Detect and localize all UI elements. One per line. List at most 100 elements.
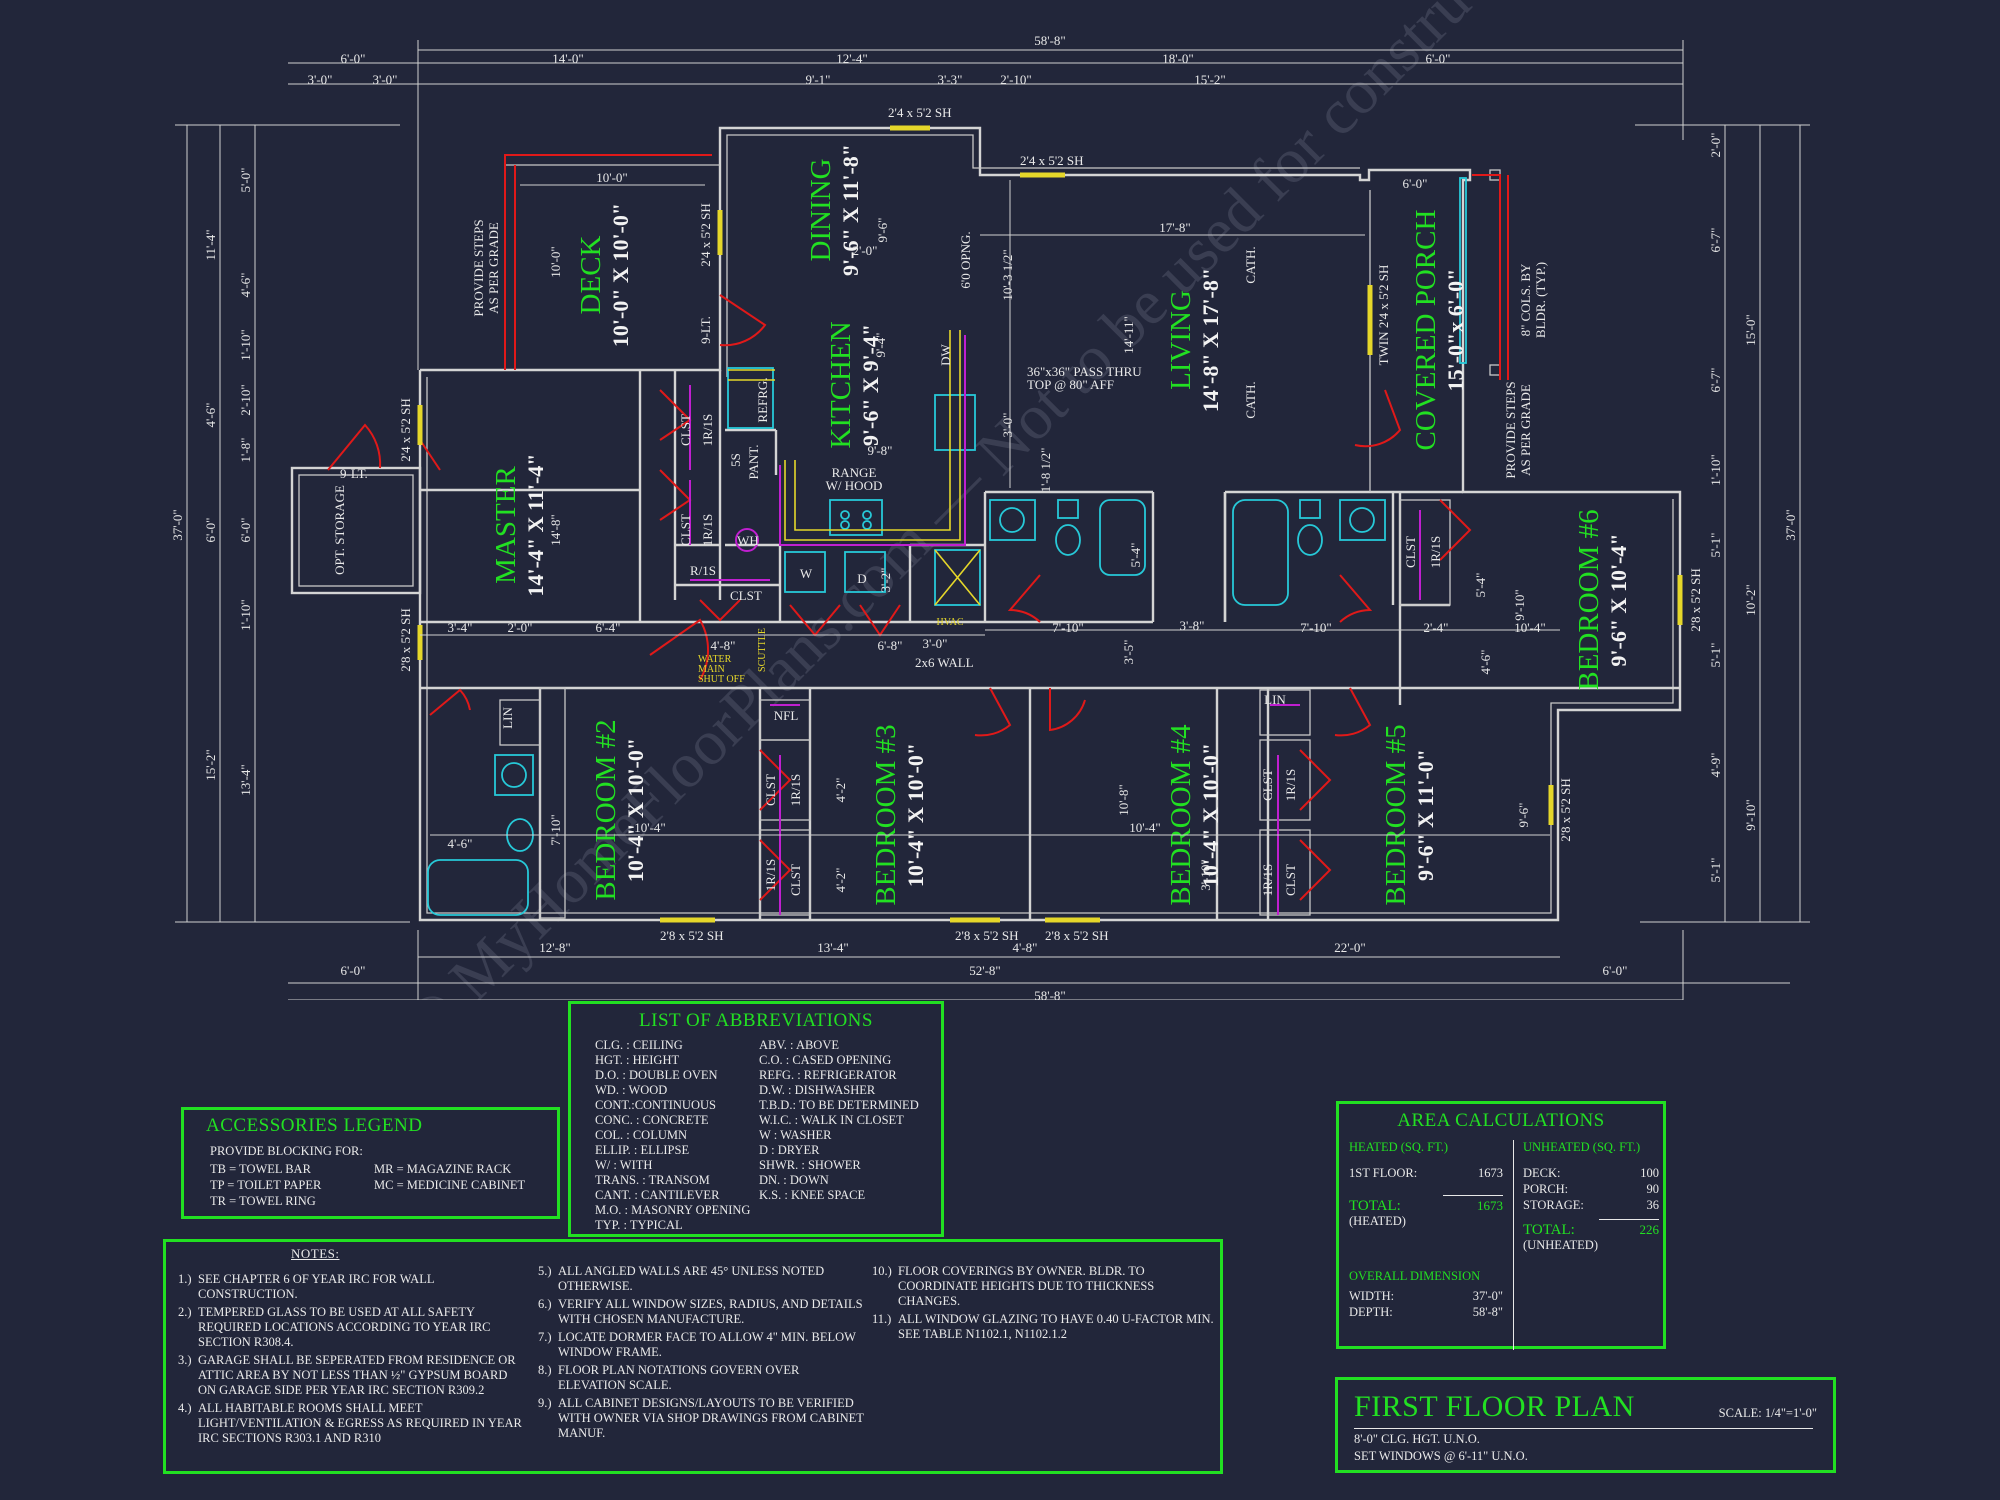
label-pant: PANT. (746, 444, 761, 479)
label-clst-bed3-1: CLST (763, 774, 778, 806)
label-water-1: WATER (698, 654, 732, 665)
idim-21: 5'-4" (1128, 543, 1143, 568)
interior-dimensions: 10'-0" 10'-0" 17'-8" 6'-0" 10'-3 1/2" 14… (420, 170, 1560, 892)
dim-bottom-mid: 52'-8" (969, 963, 1000, 978)
dim-left-mid-4: 15'-2" (203, 749, 218, 780)
label-ris-bed2: 1R/1S (763, 859, 778, 892)
title-line-1: 8'-0" CLG. HGT. U.N.O. (1354, 1432, 1480, 1446)
label-dw: DW (938, 343, 953, 365)
note-item: 6.)VERIFY ALL WINDOW SIZES, RADIUS, AND … (538, 1297, 863, 1326)
label-twin-window: TWIN 2'4 x 5'2 SH (1376, 265, 1391, 366)
idim-23: 7'-10" (548, 814, 563, 845)
abbr-item: ELLIP. : ELLIPSE (595, 1143, 690, 1157)
room-size-bedroom5: 9'-6" X 11'-0" (1413, 749, 1438, 881)
label-2x6-wall: 2x6 WALL (915, 655, 974, 670)
dim-bottom-5: 22'-0" (1334, 940, 1365, 955)
abbr-item: HGT. : HEIGHT (595, 1053, 680, 1067)
dim-left-inner-5: 1'-8" (238, 438, 253, 463)
abbr-item: T.B.D.: TO BE DETERMINED (759, 1098, 919, 1112)
fixtures (427, 177, 1467, 916)
dim-bottom-2: 12'-8" (539, 940, 570, 955)
abbr-item: K.S. : KNEE SPACE (759, 1188, 866, 1202)
drawing-scale: SCALE: 1/4"=1'-0" (1718, 1406, 1817, 1420)
area-divider (1513, 1140, 1514, 1350)
dim-top2-1: 3'-0" (308, 72, 333, 87)
dim-bottom-6: 6'-0" (1603, 963, 1628, 978)
accessory-item: TP = TOILET PAPER (210, 1178, 322, 1192)
idim-7: 3'-4" (448, 620, 473, 635)
abbr-item: ABV. : ABOVE (759, 1038, 839, 1052)
abbreviations-title: LIST OF ABBREVIATIONS (639, 1010, 873, 1031)
note-item: 3.)GARAGE SHALL BE SEPERATED FROM RESIDE… (178, 1353, 516, 1397)
notes-title: NOTES: (291, 1246, 340, 1261)
dim-right-inner-6: 5'-1" (1708, 643, 1723, 668)
note-item: 1.)SEE CHAPTER 6 OF YEAR IRC FOR WALL CO… (178, 1272, 435, 1301)
abbr-item: W.I.C. : WALK IN CLOSET (759, 1113, 904, 1127)
unheated-column: UNHEATED (SQ. FT.) DECK:100 PORCH:90 STO… (1523, 1140, 1659, 1253)
annotations: OPT. STORAGE PROVIDE STEPS AS PER GRADE … (332, 105, 1703, 943)
label-clst-bed4: CLST (1260, 769, 1275, 801)
label-cath-2: CATH. (1243, 381, 1258, 418)
dim-top2-2: 3'-0" (373, 72, 398, 87)
idim-4-bath: 4'-6" (448, 836, 473, 851)
title-line-2: SET WINDOWS @ 6'-11" U.N.O. (1354, 1449, 1528, 1463)
idim-34: 3'-0" (1000, 413, 1015, 438)
abbr-item: D.W. : DISHWASHER (759, 1083, 876, 1097)
note-item: 11.)ALL WINDOW GLAZING TO HAVE 0.40 U-FA… (872, 1312, 1214, 1341)
accessory-item: MR = MAGAZINE RACK (374, 1162, 512, 1176)
accessories-legend-panel: ACCESSORIES LEGEND PROVIDE BLOCKING FOR:… (181, 1107, 560, 1219)
label-clst-bed2: CLST (788, 864, 803, 896)
idim-2: 17'-8" (1159, 220, 1190, 235)
dim-left-outer: 37'-0" (170, 509, 185, 540)
label-ris-utility: R/1S (690, 563, 716, 578)
area-title: AREA CALCULATIONS (1397, 1110, 1605, 1131)
accessories-intro: PROVIDE BLOCKING FOR: (210, 1144, 363, 1158)
abbreviations-right-list: ABV. : ABOVE C.O. : CASED OPENING REFG. … (759, 1038, 919, 1203)
idim-31: 9'-4" (873, 333, 888, 358)
label-steps-right-2: AS PER GRADE (1518, 384, 1533, 476)
dim-right-inner-7: 4'-9" (1708, 753, 1723, 778)
accessory-item: MC = MEDICINE CABINET (374, 1178, 526, 1192)
notes-col-2: 5.)ALL ANGLED WALLS ARE 45° UNLESS NOTED… (538, 1264, 868, 1444)
abbr-item: WD. : WOOD (595, 1083, 668, 1097)
dim-right-inner-2: 6'-7" (1708, 228, 1723, 253)
label-dryer: D (857, 571, 866, 586)
floor-plan-drawing: © MyHomeFloorPlans.com — Not to be used … (170, 0, 1818, 1000)
heated-total: TOTAL:1673 (1349, 1198, 1503, 1214)
idim-24: 10'-4" (634, 820, 665, 835)
label-ris-master-1: 1R/1S (700, 414, 715, 447)
dim-top-1: 6'-0" (341, 51, 366, 66)
abbr-item: D : DRYER (759, 1143, 820, 1157)
note-item: 4.)ALL HABITABLE ROOMS SHALL MEET LIGHT/… (178, 1401, 522, 1445)
label-clst-bed6: CLST (1403, 536, 1418, 568)
windows (417, 125, 1683, 923)
dim-top2-3: 9'-1" (806, 72, 831, 87)
unheated-row: STORAGE:36 (1523, 1198, 1659, 1212)
heated-header: HEATED (SQ. FT.) (1349, 1140, 1449, 1154)
accessories-right-list: MR = MAGAZINE RACK MC = MEDICINE CABINET (374, 1161, 525, 1193)
dim-left-inner-2: 4'-6" (238, 273, 253, 298)
label-window-b2: 2'8 x 5'2 SH (955, 928, 1019, 943)
label-cols-1: 8" COLS. BY (1518, 263, 1533, 336)
accessory-item: TR = TOWEL RING (210, 1194, 316, 1208)
label-water-2: MAIN (698, 664, 725, 675)
label-opening: 6'0 OPNG. (958, 231, 973, 288)
label-window-top2: 2'4 x 5'2 SH (1020, 153, 1084, 168)
idim-27: 10'-8" (1116, 784, 1131, 815)
width-row: WIDTH:37'-0" (1349, 1289, 1503, 1303)
label-clst-master-1: CLST (678, 414, 693, 446)
dim-bottom-3: 13'-4" (817, 940, 848, 955)
abbr-item: M.O. : MASONRY OPENING (595, 1203, 751, 1217)
room-size-living: 14'-8" X 17'-8" (1198, 268, 1223, 412)
unheated-header: UNHEATED (SQ. FT.) (1523, 1140, 1641, 1154)
dim-left-inner-3: 1'-10" (238, 329, 253, 360)
idim-16: 2'-4" (1424, 620, 1449, 635)
idim-12: 3'-0" (923, 636, 948, 651)
room-size-master: 14'-4" X 11'-4" (523, 454, 548, 597)
label-nfl: NFL (774, 708, 799, 723)
dim-left-mid-1: 11'-4" (203, 230, 218, 261)
abbr-item: D.O. : DOUBLE OVEN (595, 1068, 718, 1082)
label-lin-1: LIN (500, 707, 515, 729)
label-steps-right-1: PROVIDE STEPS (1503, 381, 1518, 478)
note-item: 5.)ALL ANGLED WALLS ARE 45° UNLESS NOTED… (538, 1264, 825, 1293)
